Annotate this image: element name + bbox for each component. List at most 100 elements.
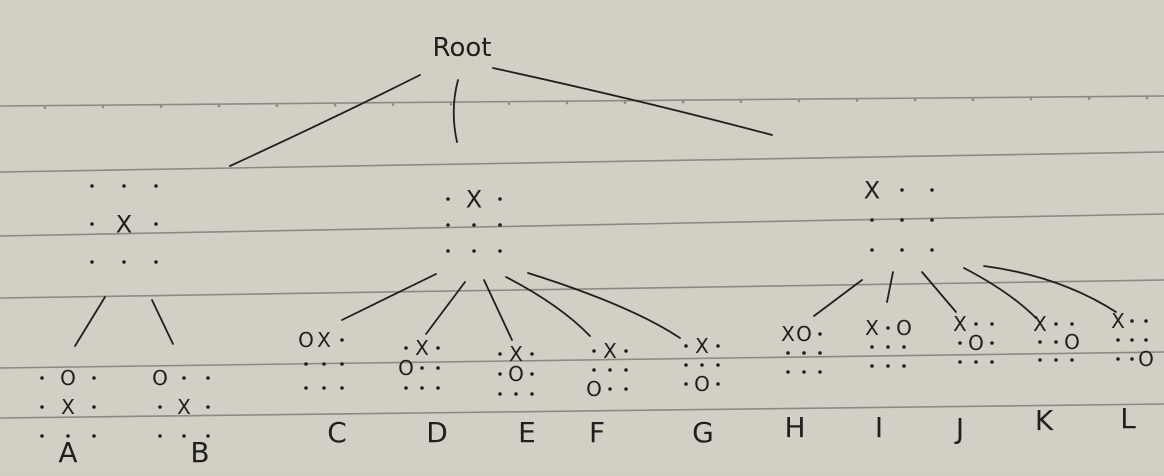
empty-cell xyxy=(592,349,596,353)
empty-cell xyxy=(716,382,720,386)
rule-dot xyxy=(333,103,337,107)
empty-cell xyxy=(420,366,424,370)
tree-edge xyxy=(74,296,106,347)
empty-cell xyxy=(684,344,688,348)
board-f: XO xyxy=(586,339,628,401)
empty-cell xyxy=(322,386,326,390)
empty-cell xyxy=(530,372,534,376)
o-mark: O xyxy=(896,316,912,340)
empty-cell xyxy=(340,386,344,390)
empty-cell xyxy=(930,218,934,222)
tree-edge xyxy=(963,267,1037,319)
rule-dot xyxy=(623,101,627,104)
empty-cell xyxy=(592,368,596,372)
x-mark: X xyxy=(1033,312,1047,336)
empty-cell xyxy=(900,248,904,252)
tree-edge xyxy=(983,265,1117,313)
ruled-lines xyxy=(0,95,1164,419)
x-mark: X xyxy=(116,211,132,239)
o-mark: O xyxy=(298,328,314,352)
rule-dot xyxy=(43,106,47,109)
x-mark: X xyxy=(781,322,795,346)
board-e: XO xyxy=(498,342,534,396)
empty-cell xyxy=(92,405,96,409)
node-label-l: L xyxy=(1120,402,1136,435)
empty-cell xyxy=(802,351,806,355)
tree-edge xyxy=(921,271,957,313)
empty-cell xyxy=(1130,357,1134,361)
o-mark: O xyxy=(398,356,414,380)
o-mark: O xyxy=(1064,330,1080,354)
rule-dot xyxy=(449,102,453,106)
rule-dot xyxy=(391,103,395,106)
empty-cell xyxy=(802,370,806,374)
o-mark: O xyxy=(586,377,602,401)
empty-cell xyxy=(40,405,44,409)
empty-cell xyxy=(436,366,440,370)
empty-cell xyxy=(1038,358,1042,362)
rule-dot xyxy=(1145,96,1149,100)
empty-cell xyxy=(530,352,534,356)
empty-cell xyxy=(786,351,790,355)
empty-cell xyxy=(870,218,874,222)
board-k: XO xyxy=(1033,312,1080,362)
empty-cell xyxy=(472,249,476,253)
empty-cell xyxy=(608,368,612,372)
empty-cell xyxy=(608,387,612,391)
empty-cell xyxy=(304,386,308,390)
board-d: XO xyxy=(398,336,440,390)
empty-cell xyxy=(206,376,210,380)
empty-cell xyxy=(990,360,994,364)
tree-edge xyxy=(483,279,513,341)
empty-cell xyxy=(40,434,44,438)
empty-cell xyxy=(902,364,906,368)
empty-cell xyxy=(182,376,186,380)
empty-cell xyxy=(304,362,308,366)
empty-cell xyxy=(472,223,476,227)
empty-cell xyxy=(684,382,688,386)
x-mark: X xyxy=(864,177,880,205)
rule-dot xyxy=(507,102,511,105)
empty-cell xyxy=(1070,322,1074,326)
tree-edge xyxy=(425,281,466,335)
empty-cell xyxy=(340,338,344,342)
empty-cell xyxy=(182,434,186,438)
empty-cell xyxy=(974,360,978,364)
board-left: X xyxy=(90,184,158,264)
empty-cell xyxy=(404,386,408,390)
tree-edges xyxy=(74,67,1117,347)
x-mark: X xyxy=(466,186,482,214)
node-label-a: A xyxy=(58,436,77,469)
node-label-g: G xyxy=(692,416,714,449)
empty-cell xyxy=(446,249,450,253)
empty-cell xyxy=(122,260,126,264)
empty-cell xyxy=(700,363,704,367)
empty-cell xyxy=(716,344,720,348)
empty-cell xyxy=(930,188,934,192)
o-mark: O xyxy=(1138,347,1154,371)
empty-cell xyxy=(900,188,904,192)
x-mark: X xyxy=(695,334,709,358)
empty-cell xyxy=(1038,340,1042,344)
tree-edge xyxy=(527,272,681,339)
empty-cell xyxy=(514,392,518,396)
empty-cell xyxy=(886,345,890,349)
empty-cell xyxy=(1130,338,1134,342)
empty-cell xyxy=(498,352,502,356)
tree-edge xyxy=(886,271,894,303)
empty-cell xyxy=(1116,357,1120,361)
node-label-d: D xyxy=(426,416,448,449)
tree-edge xyxy=(229,74,421,167)
node-label-e: E xyxy=(518,416,536,449)
empty-cell xyxy=(498,392,502,396)
empty-cell xyxy=(92,376,96,380)
o-mark: O xyxy=(152,366,168,390)
x-mark: X xyxy=(509,342,523,366)
empty-cell xyxy=(206,434,210,438)
empty-cell xyxy=(684,363,688,367)
empty-cell xyxy=(436,386,440,390)
board-b: OX xyxy=(152,366,210,438)
